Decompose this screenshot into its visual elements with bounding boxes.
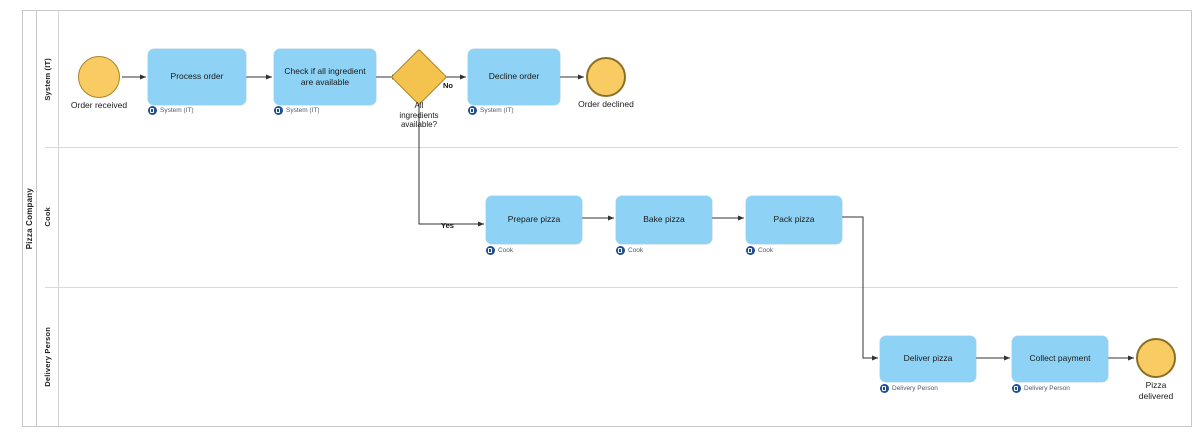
lane-label-cook: Cook (43, 207, 52, 227)
pool-header[interactable]: Pizza Company (23, 11, 37, 426)
task-collect-payment[interactable]: Collect payment (1012, 336, 1108, 382)
user-role-icon (616, 246, 625, 255)
user-role-icon (486, 246, 495, 255)
end-event-pizza-delivered[interactable] (1136, 338, 1176, 378)
user-role-icon (880, 384, 889, 393)
role-badge-bake-pizza: Cook (616, 246, 643, 255)
lane-header-cook[interactable]: Cook (37, 147, 59, 287)
end-event-order-declined-label: Order declined (578, 99, 634, 109)
role-badge-prepare-pizza: Cook (486, 246, 513, 255)
user-role-icon (148, 106, 157, 115)
task-prepare-pizza[interactable]: Prepare pizza (486, 196, 582, 244)
lane-header-delivery-person[interactable]: Delivery Person (37, 287, 59, 426)
role-badge-check-ingredients: System (IT) (274, 106, 320, 115)
role-badge-decline-order: System (IT) (468, 106, 514, 115)
user-role-icon (746, 246, 755, 255)
role-badge-deliver-pizza-text: Delivery Person (892, 385, 938, 392)
user-role-icon (1012, 384, 1021, 393)
lane-cook[interactable]: Cook (37, 147, 1191, 287)
task-bake-pizza-label: Bake pizza (643, 214, 685, 225)
role-badge-pack-pizza-text: Cook (758, 247, 774, 254)
lane-label-system-it: System (IT) (43, 57, 52, 101)
task-decline-order[interactable]: Decline order (468, 49, 560, 105)
role-badge-prepare-pizza-text: Cook (498, 247, 514, 254)
task-collect-payment-label: Collect payment (1029, 353, 1091, 364)
task-pack-pizza-label: Pack pizza (773, 214, 815, 225)
role-badge-pack-pizza: Cook (746, 246, 773, 255)
lane-divider-1 (45, 147, 1178, 148)
task-process-order[interactable]: Process order (148, 49, 246, 105)
lane-divider-2 (45, 287, 1178, 288)
role-badge-collect-payment: Delivery Person (1012, 384, 1070, 393)
task-bake-pizza[interactable]: Bake pizza (616, 196, 712, 244)
task-process-order-label: Process order (170, 71, 224, 82)
flow-label-yes: Yes (441, 221, 454, 230)
task-pack-pizza[interactable]: Pack pizza (746, 196, 842, 244)
start-event-label: Order received (70, 100, 128, 110)
end-event-order-declined[interactable] (586, 57, 626, 97)
task-deliver-pizza-label: Deliver pizza (903, 353, 953, 364)
role-badge-decline-order-text: System (IT) (480, 107, 514, 114)
task-check-ingredients-label: Check if all ingredient are available (284, 65, 366, 87)
gateway-label: All ingredients available? (399, 101, 439, 130)
task-prepare-pizza-label: Prepare pizza (507, 214, 561, 225)
role-badge-collect-payment-text: Delivery Person (1024, 385, 1070, 392)
task-check-ingredients[interactable]: Check if all ingredient are available (274, 49, 376, 105)
start-event-order-received[interactable] (78, 56, 120, 98)
role-badge-process-order-text: System (IT) (160, 107, 194, 114)
task-decline-order-label: Decline order (488, 71, 540, 82)
flow-label-no: No (443, 81, 453, 90)
role-badge-check-ingredients-text: System (IT) (286, 107, 320, 114)
role-badge-bake-pizza-text: Cook (628, 247, 644, 254)
role-badge-process-order: System (IT) (148, 106, 194, 115)
user-role-icon (468, 106, 477, 115)
role-badge-deliver-pizza: Delivery Person (880, 384, 938, 393)
pool-title: Pizza Company (25, 187, 34, 250)
lane-system-it[interactable]: System (IT) (37, 11, 1191, 147)
task-deliver-pizza[interactable]: Deliver pizza (880, 336, 976, 382)
lane-label-delivery-person: Delivery Person (43, 326, 52, 387)
lane-delivery-person[interactable]: Delivery Person (37, 287, 1191, 426)
user-role-icon (274, 106, 283, 115)
lane-header-system-it[interactable]: System (IT) (37, 11, 59, 147)
end-event-pizza-delivered-label: Pizza delivered (1138, 380, 1174, 401)
